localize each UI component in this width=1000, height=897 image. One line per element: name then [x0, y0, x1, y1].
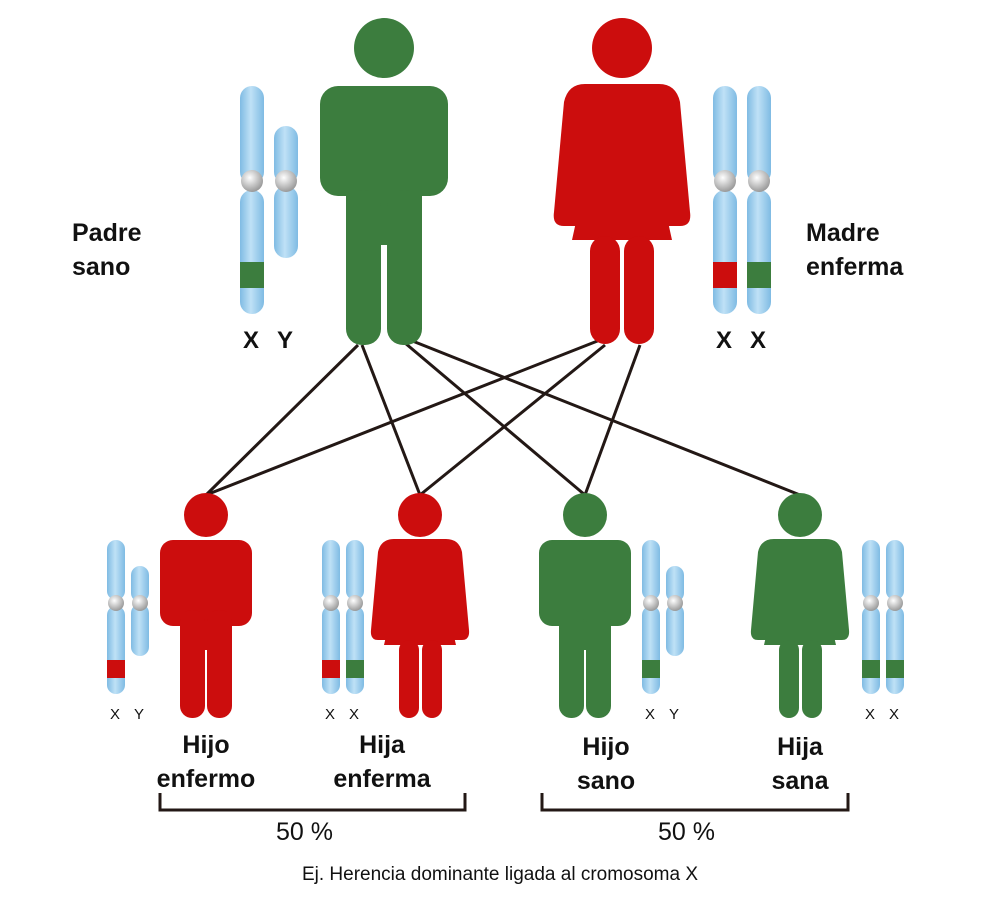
line-mother-to-son-affected: [205, 338, 601, 497]
mother-x-chromosome-healthy: [747, 86, 771, 314]
child3-label-line2: sano: [576, 767, 636, 795]
daughter-healthy-chromosomes: [862, 540, 904, 694]
child3-label: Hijo sano: [546, 730, 666, 798]
child4-label-line1: Hija: [777, 733, 823, 761]
line-father-to-son-healthy: [404, 341, 586, 497]
father-figure: [320, 18, 448, 345]
bracket-healthy-children: [540, 793, 850, 812]
child3-label-line1: Hijo: [582, 733, 630, 761]
father-label-line2: sano: [72, 253, 131, 281]
mother-chrom-x2-label: X: [750, 327, 767, 354]
father-x-chromosome: [240, 86, 264, 314]
mother-figure: [553, 18, 691, 344]
line-father-to-son-affected: [204, 343, 360, 497]
father-chromosomes: [240, 86, 298, 314]
child1-label-line2: enfermo: [156, 765, 256, 793]
child1-label: Hijo enfermo: [146, 728, 266, 796]
mother-label-line2: enferma: [806, 253, 904, 281]
father-chrom-y-label: Y: [277, 327, 294, 354]
child4-chrom1-label: X: [865, 706, 876, 723]
child1-label-line1: Hijo: [182, 731, 230, 759]
son-healthy-figure: [539, 493, 631, 718]
line-mother-to-son-healthy: [583, 344, 642, 496]
child2-label-line2: enferma: [333, 765, 431, 793]
father-label-line1: Padre: [72, 219, 142, 247]
father-label: Padre sano: [72, 216, 141, 284]
daughter-healthy-figure: [750, 493, 850, 718]
mother-chromosomes: [713, 86, 771, 314]
bracket-affected-children: [158, 793, 467, 812]
father-chrom-x-label: X: [243, 327, 260, 354]
group-brackets: [158, 793, 850, 812]
child2-chrom2-label: X: [349, 706, 360, 723]
son-affected-figure: [160, 493, 252, 718]
mother-label-line1: Madre: [806, 219, 880, 247]
line-mother-to-daughter-affected: [419, 343, 606, 497]
line-father-to-daughter-healthy: [409, 338, 801, 497]
inheritance-lines: [204, 338, 801, 497]
mother-x-chromosome-affected: [713, 86, 737, 314]
son-healthy-chromosomes: [642, 540, 684, 694]
child2-chrom1-label: X: [325, 706, 336, 723]
child3-chrom1-label: X: [645, 706, 656, 723]
mother-label: Madre enferma: [806, 216, 903, 284]
caption: Ej. Herencia dominante ligada al cromoso…: [301, 864, 699, 885]
child4-label-line2: sana: [771, 767, 829, 795]
child3-chrom2-label: Y: [669, 706, 680, 723]
child4-label: Hija sana: [740, 730, 860, 798]
father-y-chromosome: [274, 126, 298, 258]
child1-chrom2-label: Y: [134, 706, 145, 723]
daughter-affected-figure: [370, 493, 470, 718]
son-affected-chromosomes: [107, 540, 149, 694]
line-father-to-daughter-affected: [360, 344, 422, 496]
child2-label-line1: Hija: [359, 731, 405, 759]
child2-label: Hija enferma: [322, 728, 442, 796]
daughter-affected-chromosomes: [322, 540, 364, 694]
percent-affected-group: 50 %: [276, 818, 333, 846]
child4-chrom2-label: X: [889, 706, 900, 723]
percent-healthy-group: 50 %: [658, 818, 715, 846]
child1-chrom1-label: X: [110, 706, 121, 723]
mother-chrom-x1-label: X: [716, 327, 733, 354]
